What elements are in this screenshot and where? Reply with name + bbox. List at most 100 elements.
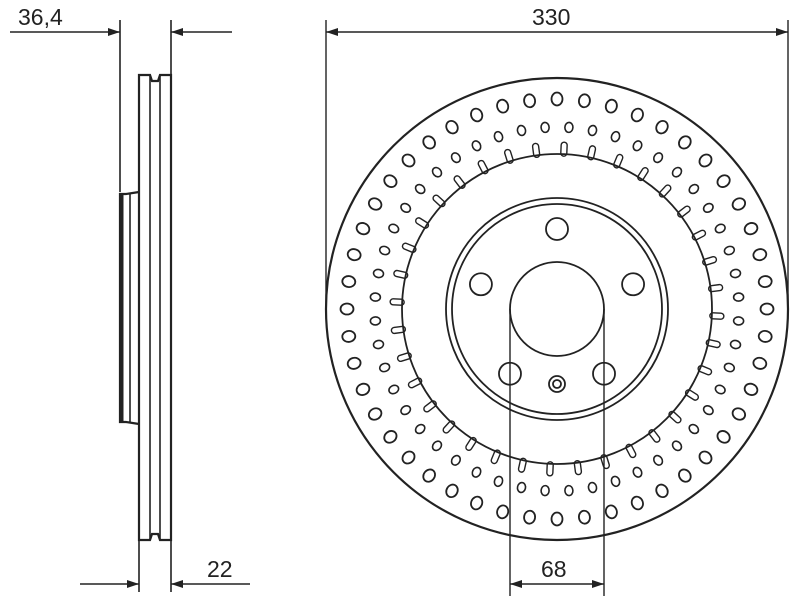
middle-drill-hole <box>516 124 527 137</box>
dimension-label: 68 <box>541 556 567 582</box>
middle-drill-hole <box>431 166 443 178</box>
middle-drill-hole <box>652 454 664 466</box>
outer-drill-hole <box>367 197 383 211</box>
outer-drill-hole <box>752 248 768 262</box>
middle-drill-hole <box>369 316 382 326</box>
middle-drill-hole <box>450 454 462 466</box>
middle-drill-hole <box>471 140 482 152</box>
vent-slot <box>677 205 691 218</box>
outer-drill-hole <box>678 468 692 483</box>
middle-drill-hole <box>564 484 574 497</box>
bolt-hole <box>621 272 645 297</box>
outer-drill-hole <box>604 98 618 114</box>
dimension-center-bore: 68 <box>509 309 605 596</box>
vent-slot <box>517 457 527 473</box>
dimension-label: 330 <box>532 4 570 30</box>
outer-drill-hole <box>367 407 383 421</box>
middle-drill-hole <box>729 339 742 350</box>
outer-drill-hole <box>550 91 564 107</box>
vent-slot <box>625 443 637 459</box>
outer-drill-hole <box>757 329 773 343</box>
middle-drill-hole <box>723 362 736 373</box>
outer-drill-hole <box>445 119 459 135</box>
outer-drill-hole <box>355 382 371 396</box>
middle-drill-hole <box>369 292 382 302</box>
vent-slot <box>389 298 405 306</box>
middle-drill-hole <box>632 140 643 152</box>
disc-profile <box>137 73 173 542</box>
outer-drill-hole <box>577 509 591 525</box>
vent-slot <box>465 436 477 452</box>
outer-drill-hole <box>383 430 398 444</box>
outer-drill-hole <box>757 275 773 289</box>
outer-drill-hole <box>604 504 618 520</box>
outer-drill-hole <box>496 98 510 114</box>
middle-drill-hole <box>388 384 400 395</box>
outer-drill-hole <box>341 275 357 289</box>
middle-drill-hole <box>493 130 504 143</box>
middle-drill-hole <box>587 481 598 494</box>
vent-slot <box>531 142 541 159</box>
vent-slot <box>453 175 466 189</box>
vent-slot <box>705 339 721 349</box>
middle-drill-hole <box>540 121 550 134</box>
outer-drill-hole <box>716 430 731 444</box>
middle-drill-hole <box>378 362 391 373</box>
middle-drill-hole <box>688 183 700 195</box>
middle-drill-hole <box>587 124 598 137</box>
dimension-outer-diameter: 330 <box>326 4 788 36</box>
vent-slot <box>600 454 611 470</box>
outer-drill-hole <box>759 302 775 316</box>
outer-drill-hole <box>401 153 416 168</box>
outer-drill-hole <box>731 197 747 211</box>
middle-drill-hole <box>714 384 726 395</box>
middle-drill-hole <box>400 202 412 214</box>
middle-drill-hole <box>671 440 683 452</box>
outer-drill-hole <box>698 153 713 168</box>
outer-drill-hole <box>523 509 537 525</box>
vent-slot <box>648 429 661 443</box>
vent-slot <box>407 377 423 389</box>
middle-drill-hole <box>632 466 643 478</box>
bolt-hole <box>469 272 493 297</box>
outer-drill-hole <box>743 382 759 396</box>
dimension-label: 22 <box>207 556 233 582</box>
outer-drill-hole <box>655 119 669 135</box>
vent-slot <box>709 312 725 320</box>
vent-slot <box>707 283 724 293</box>
locating-hole <box>548 375 566 393</box>
middle-drill-hole <box>471 466 482 478</box>
middle-drill-hole <box>723 245 736 256</box>
middle-drill-hole <box>450 152 462 164</box>
middle-drill-hole <box>400 404 412 416</box>
locating-hole-inner <box>552 379 562 389</box>
outer-drill-hole <box>630 107 644 123</box>
vent-slot <box>401 242 417 254</box>
vent-slot <box>546 461 554 477</box>
vent-slot <box>668 410 682 424</box>
middle-drill-hole <box>729 268 742 279</box>
outer-drill-hole <box>630 495 644 511</box>
outer-drill-hole <box>422 468 436 483</box>
middle-drill-hole <box>431 440 443 452</box>
vent-slot <box>691 229 707 241</box>
vent-slot <box>702 255 718 266</box>
vent-slot <box>587 145 597 161</box>
vent-slot <box>423 400 437 413</box>
vent-slot <box>684 389 700 401</box>
outer-drill-hole <box>341 329 357 343</box>
vent-slot <box>573 459 583 476</box>
vent-slot <box>432 194 446 208</box>
middle-drill-hole <box>702 404 714 416</box>
outer-drill-hole <box>496 504 510 520</box>
vent-slot <box>393 269 409 279</box>
middle-drill-hole <box>732 292 745 302</box>
middle-drill-hole <box>688 423 700 435</box>
hat-profile <box>118 190 140 426</box>
middle-drill-hole <box>652 152 664 164</box>
vent-slot <box>442 420 456 434</box>
vent-slot <box>697 364 713 376</box>
outer-drill-hole <box>678 135 692 150</box>
middle-drill-hole <box>732 316 745 326</box>
middle-drill-hole <box>414 183 426 195</box>
